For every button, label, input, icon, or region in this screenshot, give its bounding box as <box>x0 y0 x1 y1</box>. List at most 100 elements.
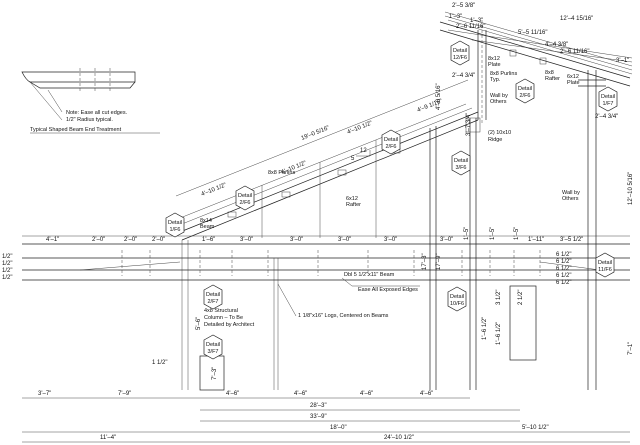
svg-text:Detail: Detail <box>384 137 398 143</box>
detail-marker-10f6: Detail 10/F6 <box>447 286 467 312</box>
svg-text:2/F6: 2/F6 <box>519 93 530 99</box>
label-plate-6x12-b: Plate <box>567 80 580 86</box>
detail-marker-3f7: Detail 3/F7 <box>203 334 223 360</box>
svg-text:11/F6: 11/F6 <box>598 267 612 273</box>
label-wall-others-1: Wall by <box>490 93 508 99</box>
dim-bottom-l: 24'–10 1/2" <box>384 435 414 441</box>
svg-text:12/F6: 12/F6 <box>453 55 467 61</box>
dim-left-c: 1/2" <box>2 268 12 274</box>
svg-text:Detail: Detail <box>206 292 220 298</box>
dim-top-g: 4'–4 3/8" <box>545 42 568 48</box>
dim-beam-k: 1'–5" <box>464 227 470 240</box>
dim-top-b: 2'–5 3/8" <box>452 3 475 9</box>
dim-bottom-e: 4'–6" <box>360 391 373 397</box>
svg-text:Detail: Detail <box>238 193 252 199</box>
svg-text:3/F7: 3/F7 <box>207 349 218 355</box>
svg-text:2/F7: 2/F7 <box>207 299 218 305</box>
dim-top-k: 4'–0 5/16" <box>436 83 442 110</box>
dim-beam-j: 3'–0" <box>440 237 453 243</box>
dim-bottom-b: 7'–9" <box>118 391 131 397</box>
dim-beam-s: 6 1/2" <box>556 273 571 279</box>
dim-top-a: 12'–4 15/16" <box>560 16 593 22</box>
label-rafter-8x8-b: Rafter <box>545 76 560 82</box>
label-purlins-mid: 8x8 Purlins <box>268 170 295 176</box>
label-rafter-6x12-b: Rafter <box>346 202 361 208</box>
dim-top-h: 2'–6 11/16" <box>560 49 590 55</box>
dim-left-k: 2 1/2" <box>518 290 524 305</box>
dim-beam-e: 1'–6" <box>202 237 215 243</box>
dim-beam-f: 3'–0" <box>240 237 253 243</box>
detail-marker-12f6: Detail 12/F6 <box>450 40 470 66</box>
label-column-3: Detailed by Architect <box>204 322 255 328</box>
svg-text:2/F6: 2/F6 <box>239 200 250 206</box>
beam-note-line1: Note: Ease all cut edges. <box>66 110 128 116</box>
dim-roof-a: 19'–0 5/16" <box>301 125 331 142</box>
dim-bottom-d: 4'–6" <box>294 391 307 397</box>
dim-top-d: 1'–3" <box>470 18 483 24</box>
label-plate-8x12-b: Plate <box>488 62 501 68</box>
label-ridge-2: Ridge <box>488 137 502 143</box>
label-plate-6x12: 6x12 <box>567 74 579 80</box>
label-rafter-6x12: 6x12 <box>346 196 358 202</box>
svg-text:Detail: Detail <box>453 48 467 54</box>
dim-bottom-a: 3'–7" <box>38 391 51 397</box>
dim-bottom-f: 4'–6" <box>420 391 433 397</box>
dim-beam-q: 6 1/2" <box>556 259 571 265</box>
main-beam: 4'–1" 2'–0" 2'–0" 2'–0" 1'–6" 3'–0" 3'–0… <box>2 227 634 391</box>
svg-text:Detail: Detail <box>168 220 182 226</box>
dim-beam-o: 3'–5 1/2" <box>560 237 583 243</box>
svg-text:2/F6: 2/F6 <box>385 144 396 150</box>
dim-roof-h: 17'–3" <box>422 253 428 270</box>
svg-text:1/F7: 1/F7 <box>602 101 613 107</box>
dim-left-a: 1/2" <box>2 254 12 260</box>
dim-beam-n: 1'–11" <box>528 237 544 243</box>
label-column-1: 4x8 Structural <box>204 308 238 314</box>
svg-text:Detail: Detail <box>450 294 464 300</box>
label-wall-others-2: Wall by <box>562 190 580 196</box>
label-plate-8x12: 8x12 <box>488 56 500 62</box>
svg-text:3/F6: 3/F6 <box>455 165 466 171</box>
detail-marker-2f6-top: Detail 2/F6 <box>515 78 535 104</box>
label-purlins-top: 8x8 Purlins <box>490 71 517 77</box>
dim-top-j: 2'–4 3/4" <box>452 73 475 79</box>
dim-beam-p: 6 1/2" <box>556 252 571 258</box>
dim-top-f: 2'–6 11/16" <box>456 24 486 30</box>
svg-text:Detail: Detail <box>518 86 532 92</box>
dim-left-g: 7'–1" <box>628 342 634 355</box>
dim-bottom-c: 4'–6" <box>226 391 239 397</box>
dim-beam-i: 3'–0" <box>384 237 397 243</box>
dim-roof-f: 3'–7 3/4" <box>466 113 472 136</box>
beam-end-detail: Note: Ease all cut edges. 1/2" Radius ty… <box>21 68 160 134</box>
dim-top-e: 5'–5 11/16" <box>518 30 548 36</box>
dim-bottom-k: 11'–4" <box>100 435 116 441</box>
bottom-dimensions: 3'–7" 7'–9" 4'–6" 4'–6" 4'–6" 4'–6" 28'–… <box>22 391 630 443</box>
dim-left-f: 1 1/2" <box>152 360 167 366</box>
dim-left-j: 3 1/2" <box>496 290 502 305</box>
svg-text:Detail: Detail <box>598 260 612 266</box>
dim-beam-b: 2'–0" <box>92 237 105 243</box>
main-roof: 12 5 19'–0 5/16" 4'–9 1/16" 4'–10 1/2" 4… <box>169 79 634 390</box>
dim-left-h: 1'–6 1/2" <box>482 317 488 340</box>
slope-run: 5 <box>351 156 355 162</box>
label-beam-8x14: 8x14 <box>200 218 212 224</box>
dim-top-l: 2'–4 3/4" <box>595 114 618 120</box>
svg-text:Detail: Detail <box>601 94 615 100</box>
svg-text:10/F6: 10/F6 <box>450 301 464 307</box>
top-roof-section: 12'–4 15/16" 2'–5 3/8" 1'–3" 1'–3" 5'–5 … <box>436 3 633 390</box>
svg-text:1/F6: 1/F6 <box>169 227 180 233</box>
label-ease-edges: Ease All Exposed Edges <box>358 287 418 293</box>
slope-rise: 12 <box>360 148 367 154</box>
label-column-2: Column – To Be <box>204 315 243 321</box>
dim-left-e: 5'–6" <box>196 317 202 330</box>
label-purlins-top-b: Typ. <box>490 77 501 83</box>
dim-beam-h: 3'–0" <box>338 237 351 243</box>
label-ridge-1: (2) 10x10 <box>488 130 511 136</box>
dim-beam-m: 1'–5" <box>514 227 520 240</box>
dim-bottom-h: 33'–9" <box>310 414 327 420</box>
dim-roof-g: 12'–10 5/16" <box>628 172 634 205</box>
dim-beam-l: 1'–5" <box>490 227 496 240</box>
dim-left-i: 1'–6 1/2" <box>496 322 502 345</box>
dim-beam-c: 2'–0" <box>124 237 137 243</box>
